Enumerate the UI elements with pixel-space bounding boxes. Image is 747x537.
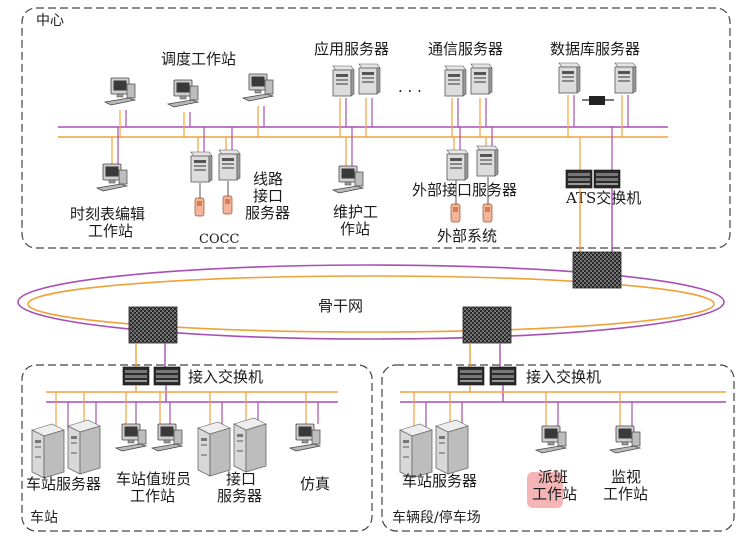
- station-duty-ws-label-1: 车站值班员: [116, 470, 191, 488]
- backbone-node-center: [572, 251, 622, 289]
- monitor-workstation: [609, 425, 641, 454]
- backbone-label: 骨干网: [318, 297, 363, 315]
- station-region-label: 车站: [30, 509, 58, 526]
- depot-region-label: 车辆段/停车场: [392, 509, 481, 526]
- ext-if-server-label: 外部接口服务器: [412, 181, 517, 199]
- backbone-node-station: [128, 306, 178, 344]
- line-if-label-3: 服务器: [245, 204, 290, 222]
- line-if-label-1: 线路: [253, 170, 283, 188]
- depot-region: [381, 364, 735, 532]
- station-duty-workstation-1: [115, 423, 147, 452]
- dispatch-workstation-2: [167, 79, 199, 108]
- ellipsis-label: · · ·: [398, 82, 422, 100]
- ats-switch-1: [565, 169, 593, 189]
- ext-interface-server-1: [446, 149, 469, 181]
- interface-server-2: [233, 417, 267, 473]
- depot-access-switch-1: [457, 366, 485, 386]
- center-region-label: 中心: [36, 13, 64, 29]
- cocc-device-2: [222, 195, 233, 215]
- center-region: [21, 7, 731, 249]
- line-interface-server-2: [218, 149, 241, 181]
- ats-switch-label: ATS交换机: [565, 189, 641, 207]
- iface-server-label-1: 接口: [226, 470, 256, 488]
- station-access-switch-2: [153, 366, 181, 386]
- station-duty-ws-label-2: 工作站: [130, 487, 175, 505]
- external-system-device-1: [450, 203, 461, 223]
- dispatch-ws2-label-2: 工作站: [532, 485, 577, 503]
- monitor-ws-label-2: 工作站: [603, 485, 648, 503]
- dispatch-ws-depot: [535, 425, 567, 454]
- external-system-device-2: [482, 203, 493, 223]
- depot-access-switch-label: 接入交换机: [526, 368, 601, 386]
- station-server-label: 车站服务器: [26, 475, 101, 493]
- ats-switch-2: [593, 169, 621, 189]
- app-server-2: [358, 63, 381, 95]
- backbone-ring-orange: [27, 275, 715, 333]
- depot-station-server-label: 车站服务器: [402, 472, 477, 490]
- station-server-1: [31, 423, 65, 479]
- dispatch-ws2-label-1: 派班: [538, 468, 568, 486]
- depot-station-server-1: [399, 423, 433, 479]
- iface-server-label-2: 服务器: [217, 487, 262, 505]
- line-if-label-2: 接口: [253, 187, 283, 205]
- dispatch-workstation-3: [242, 73, 274, 102]
- depot-access-switch-2: [489, 366, 517, 386]
- depot-drop-lines: [413, 392, 633, 430]
- center-drop-lines: [111, 95, 629, 204]
- dispatch-ws-label: 调度工作站: [161, 50, 236, 68]
- timetable-workstation: [96, 163, 128, 192]
- interface-server-1: [197, 421, 231, 477]
- app-server-1: [332, 65, 355, 97]
- ext-interface-server-2: [476, 145, 499, 177]
- db-server-2: [614, 62, 637, 94]
- timetable-ws-label-1: 时刻表编辑: [70, 205, 145, 223]
- comm-server-label: 通信服务器: [428, 40, 503, 58]
- station-access-switch-label: 接入交换机: [188, 368, 263, 386]
- timetable-ws-label-2: 工作站: [88, 222, 133, 240]
- comm-server-2: [470, 63, 493, 95]
- dispatch-workstation-1: [104, 77, 136, 106]
- app-server-label: 应用服务器: [314, 40, 389, 58]
- comm-server-1: [444, 65, 467, 97]
- db-server-label: 数据库服务器: [550, 40, 640, 58]
- simulation-workstation: [289, 423, 321, 452]
- station-duty-workstation-2: [151, 423, 183, 452]
- maintenance-workstation: [332, 165, 364, 194]
- maint-ws-label-1: 维护工: [333, 203, 378, 221]
- station-access-switch-1: [122, 366, 150, 386]
- cocc-device-1: [194, 197, 205, 217]
- cocc-label: COCC: [199, 232, 240, 247]
- monitor-ws-label-1: 监视: [611, 468, 641, 486]
- db-link-device: [589, 96, 605, 105]
- depot-station-server-2: [435, 419, 469, 475]
- watermark-stamp: [527, 472, 563, 508]
- station-region: [21, 364, 373, 532]
- sim-label: 仿真: [300, 475, 330, 493]
- db-server-1: [558, 62, 581, 94]
- station-drop-lines: [55, 392, 319, 430]
- backbone-ring-purple: [17, 264, 725, 340]
- station-server-2: [67, 419, 101, 475]
- line-interface-server-1: [190, 151, 213, 183]
- maint-ws-label-2: 作站: [340, 220, 370, 238]
- ext-system-label: 外部系统: [437, 227, 497, 245]
- backbone-node-depot: [462, 306, 512, 344]
